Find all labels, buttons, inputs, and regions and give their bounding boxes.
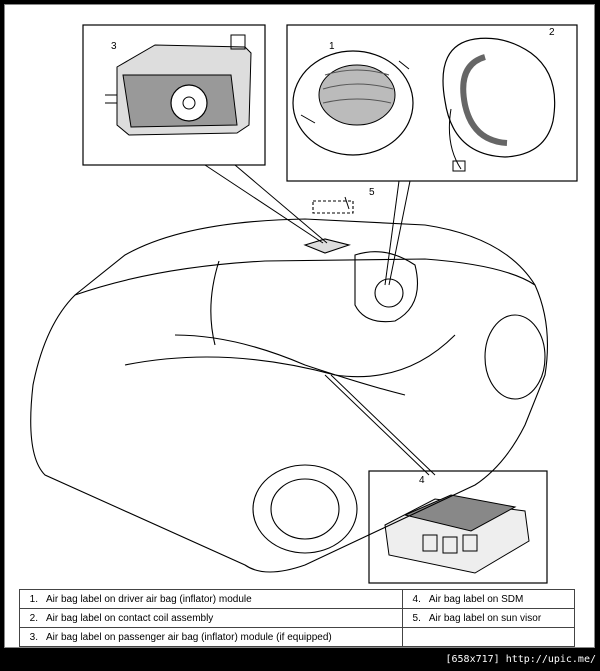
car-outline <box>30 200 549 573</box>
legend-number: 4. <box>401 589 423 609</box>
legend-number: 5. <box>401 608 423 628</box>
legend-text: Air bag label on contact coil assembly <box>40 608 403 628</box>
legend-number: 3. <box>19 627 40 647</box>
legend-text: Air bag label on driver air bag (inflato… <box>40 589 403 609</box>
watermark: [658x717] http://upic.me/ <box>445 654 596 665</box>
legend-number: 2. <box>19 608 40 628</box>
legend-row: 2. Air bag label on contact coil assembl… <box>19 608 575 628</box>
inset-passenger-airbag <box>82 24 266 166</box>
inset-sdm <box>368 470 548 584</box>
callout-5: 5 <box>369 187 375 198</box>
legend-text: Air bag label on passenger air bag (infl… <box>40 627 403 647</box>
callout-1: 1 <box>329 41 335 52</box>
legend-number: 1. <box>19 589 40 609</box>
callout-numbers: 3 1 2 5 4 <box>111 27 555 486</box>
legend-table: 1. Air bag label on driver air bag (infl… <box>19 589 575 647</box>
inset-steering-components <box>286 24 578 182</box>
legend-text: Air bag label on SDM <box>422 589 575 609</box>
diagram-panel: 3 1 2 5 4 1. Air bag label on driver air… <box>4 4 595 648</box>
airbag-label-diagram: 3 1 2 5 4 <box>30 24 578 584</box>
leader-lines <box>204 164 436 476</box>
callout-2: 2 <box>549 27 555 38</box>
callout-3: 3 <box>111 41 117 52</box>
callout-4: 4 <box>419 475 425 486</box>
legend-row: 1. Air bag label on driver air bag (infl… <box>19 589 575 609</box>
legend-text: Air bag label on sun visor <box>422 608 575 628</box>
legend-row: 3. Air bag label on passenger air bag (i… <box>19 627 575 647</box>
